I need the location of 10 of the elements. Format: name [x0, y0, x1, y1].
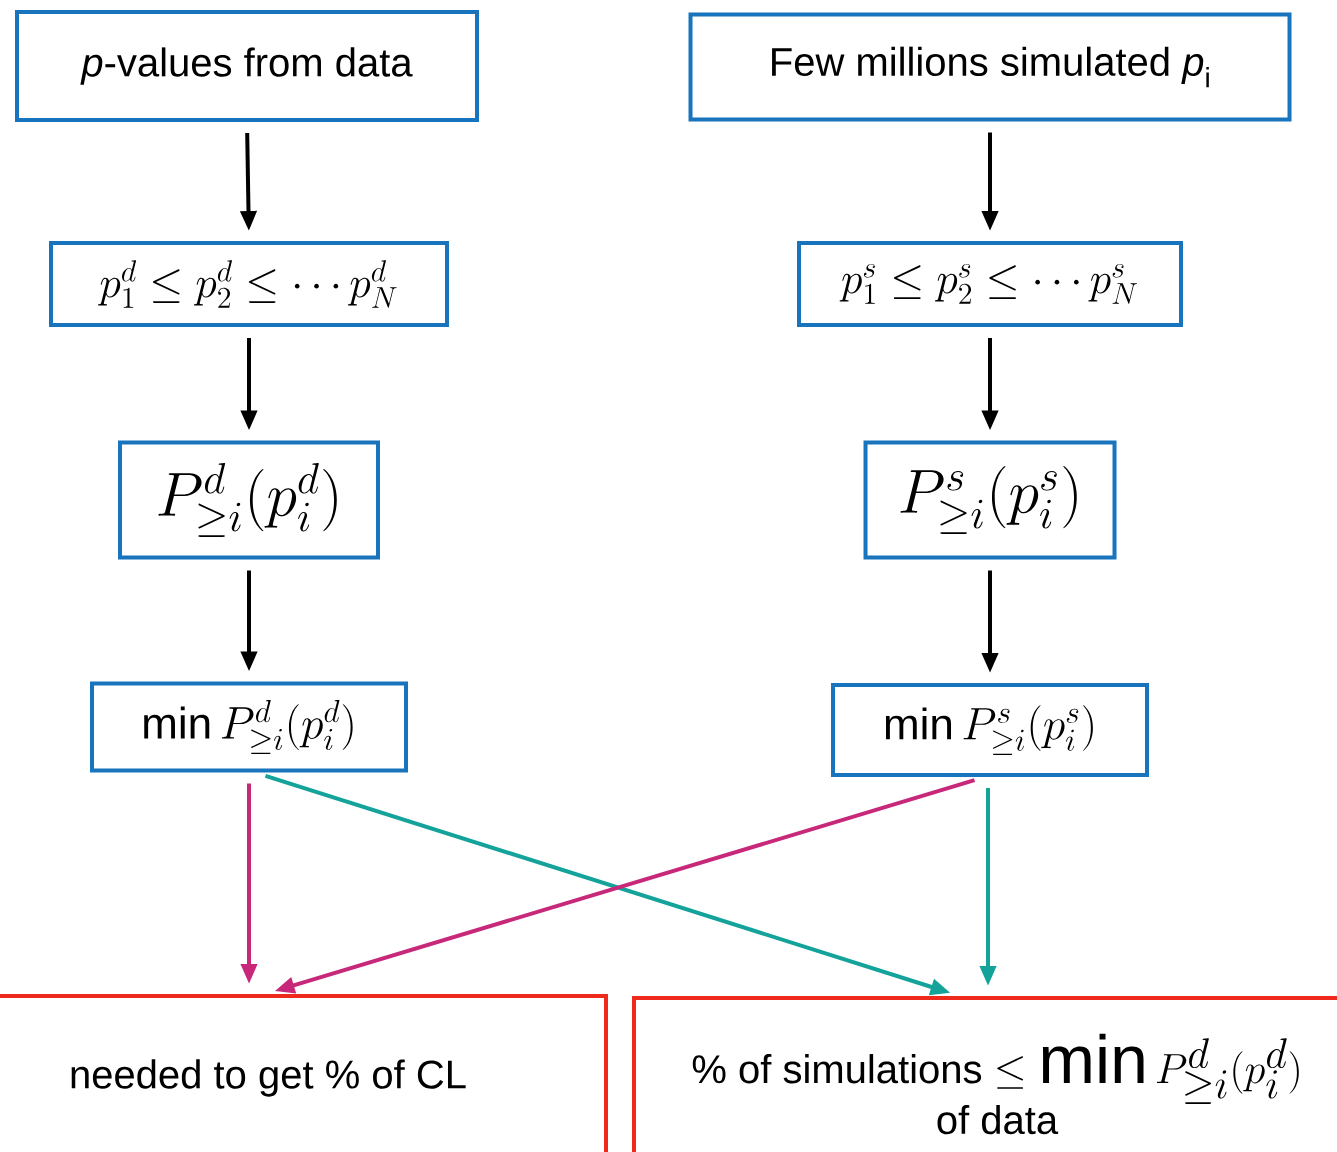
formula-box: $p^d_1 \le p^d_2 \le \cdots p^d_N$	[49, 241, 449, 327]
process-box: Few millions simulated p$_{i}$	[688, 12, 1292, 122]
formula-box: $P^d_{\ge i}(p^d_i)$	[118, 440, 380, 560]
process-box: p-values from data	[15, 10, 479, 122]
result-box: % of simulations $\le \min P^d_{\ge i}(p^d_i)$ of data	[632, 996, 1337, 1152]
formula-box: $P^s_{\ge i}(p^s_i)$	[863, 440, 1117, 560]
result-box: needed to get % of CL	[0, 994, 608, 1152]
formula-box: $\min P^d_{\ge i}(p^d_i)$	[90, 681, 408, 773]
formula-box: $p^s_1 \le p^s_2 \le \cdots p^s_N$	[797, 241, 1183, 327]
formula-box: $\min P^s_{\ge i}(p^s_i)$	[831, 683, 1149, 777]
